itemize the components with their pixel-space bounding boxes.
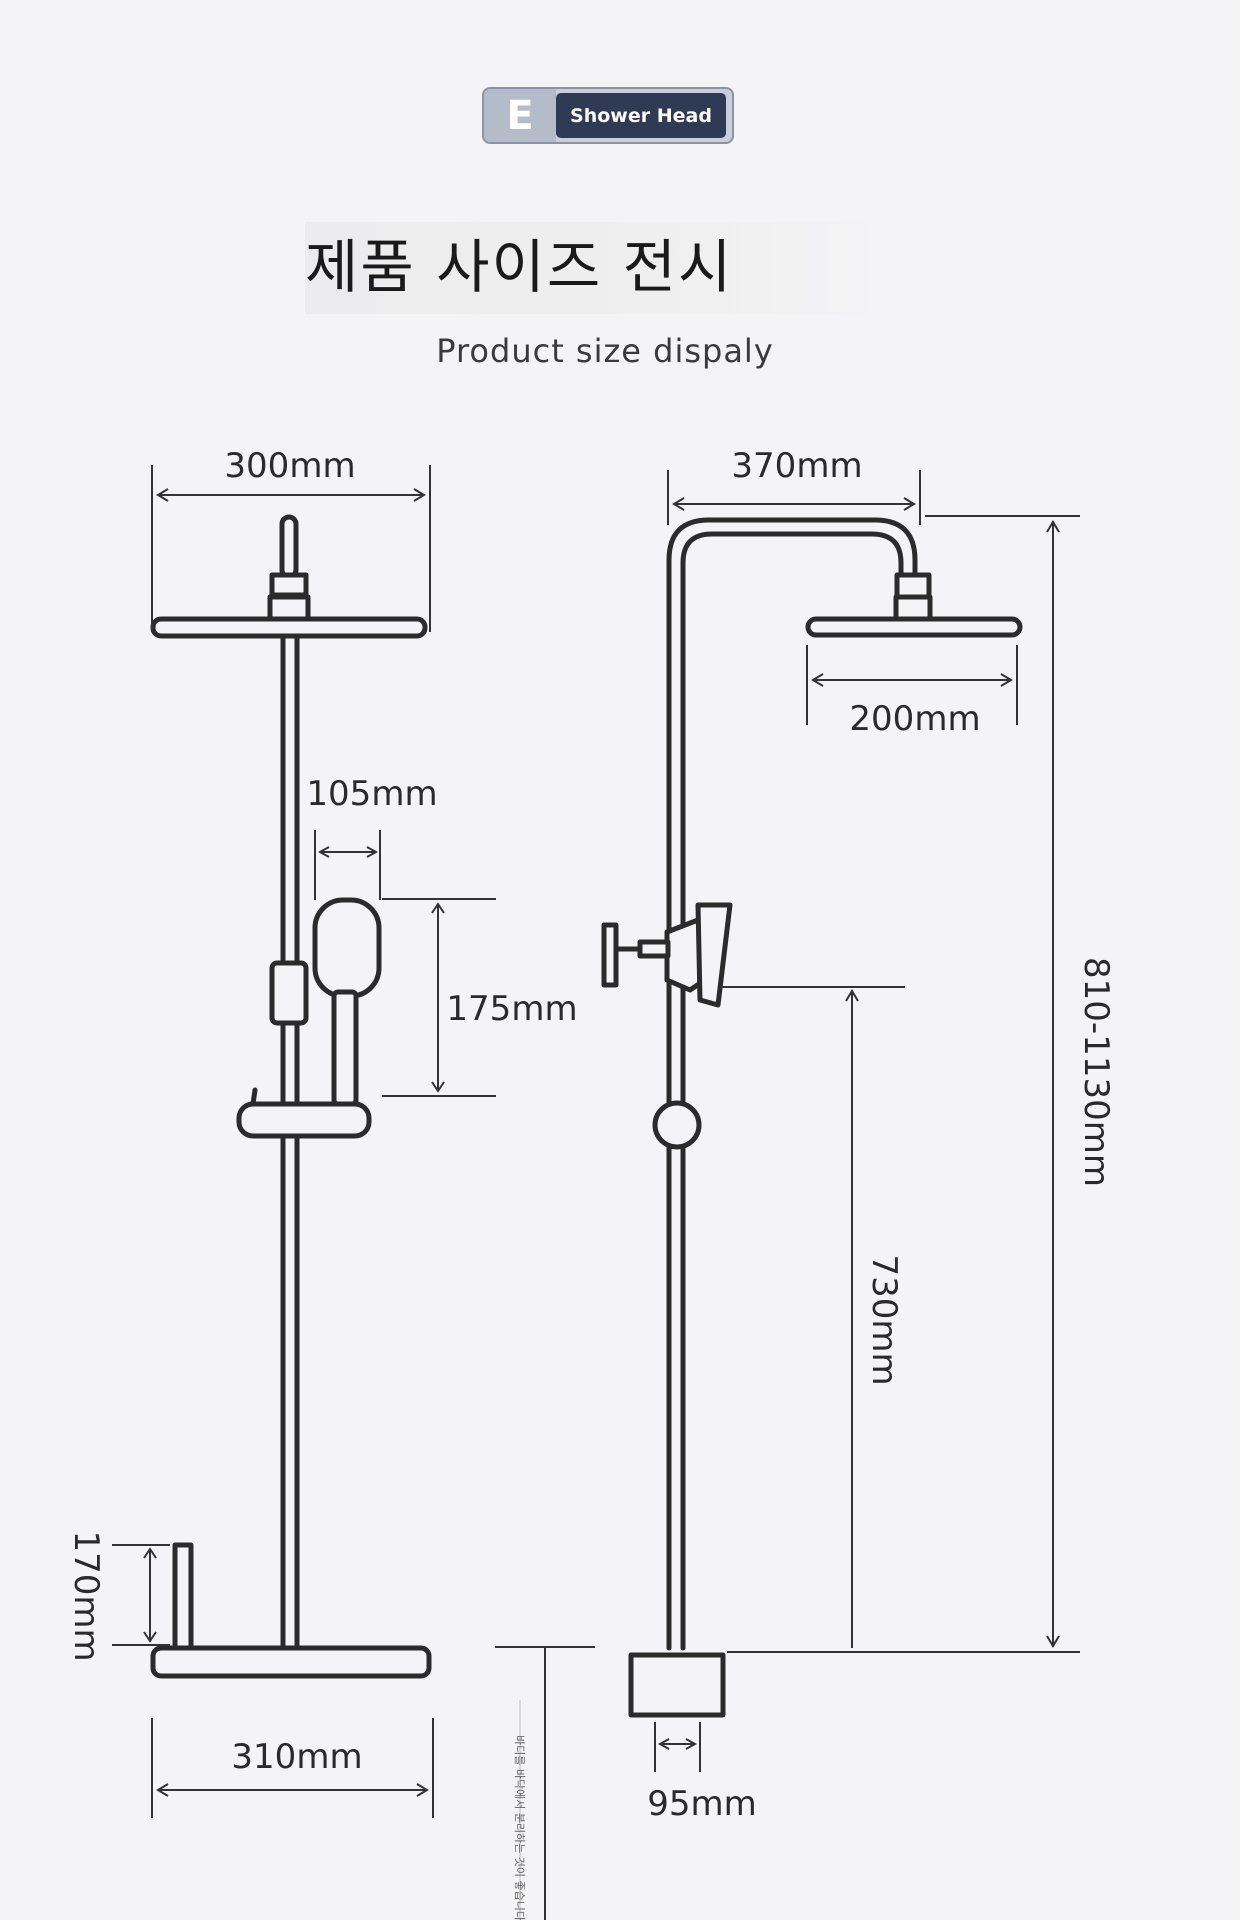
handheld-handle: [331, 989, 359, 1107]
dim-top-width: 300mm: [224, 446, 355, 486]
shelf-lever: [250, 1087, 258, 1107]
top-riser: [279, 514, 299, 580]
top-connector-upper: [269, 572, 309, 598]
slider-holder: [269, 960, 309, 1026]
tub-mixer-base: [150, 1645, 432, 1679]
dim-arm-reach: 370mm: [731, 446, 862, 486]
dim-total-height: 810-1130mm: [1076, 957, 1116, 1187]
side-view: [601, 517, 1023, 1718]
front-view: [150, 514, 432, 1679]
install-note: 바디를 바닥에서 분리하는 것이 좋습니다: [513, 1735, 527, 1920]
rain-head-front: [150, 616, 428, 639]
curved-arm: [666, 517, 918, 1651]
spout-riser: [172, 1542, 194, 1651]
handheld-head: [312, 897, 382, 999]
top-connector-lower: [267, 594, 311, 622]
pole-joint: [652, 1100, 702, 1150]
dim-mixer-height: 730mm: [864, 1254, 904, 1385]
soap-shelf: [236, 1101, 372, 1139]
title-background: [305, 222, 895, 314]
page-title: 제품 사이즈 전시: [305, 233, 734, 301]
page-subtitle: Product size dispaly: [436, 332, 774, 370]
rain-head-side: [805, 616, 1023, 638]
mixer-lever: [695, 902, 733, 1008]
main-pole: [280, 633, 300, 1651]
head-connector-upper: [894, 572, 932, 600]
badge-label: Shower Head: [556, 93, 726, 138]
dim-outlet-width: 95mm: [647, 1784, 757, 1824]
brand-badge: E Shower Head: [482, 87, 734, 144]
dim-handheld-width: 105mm: [306, 774, 437, 814]
curved-arm-inner: [680, 531, 904, 1651]
wall-outlet: [628, 1652, 726, 1718]
dim-base-width: 310mm: [231, 1737, 362, 1777]
dim-shelf-height: 170mm: [66, 1530, 106, 1661]
mixer-knob-stem: [637, 939, 671, 959]
head-connector-lower: [893, 594, 933, 622]
mixer-knob: [601, 922, 619, 988]
dim-handheld-height: 175mm: [446, 989, 577, 1029]
dim-head-diameter: 200mm: [849, 699, 980, 739]
brand-logo: E: [484, 89, 556, 142]
